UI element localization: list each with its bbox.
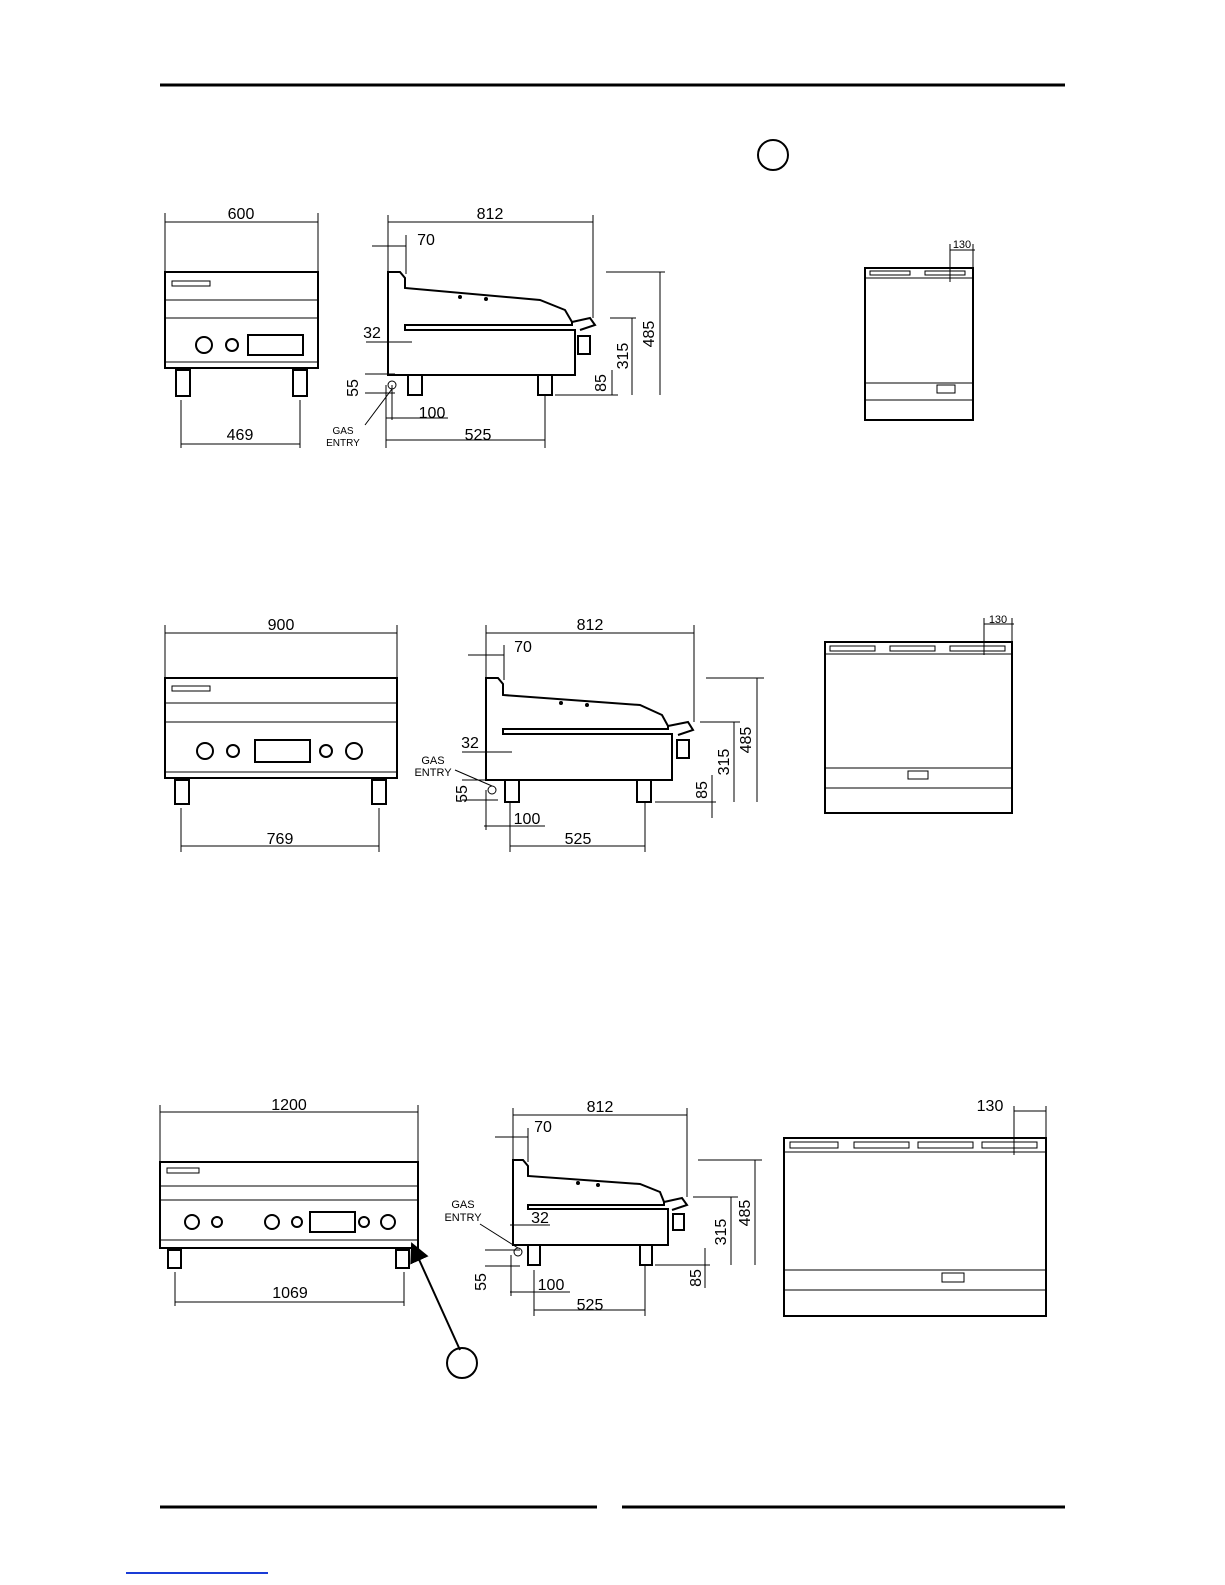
- unit3-gas-offset-dim: 100: [538, 1277, 565, 1294]
- callout-circle-top: [758, 140, 788, 170]
- unit1-front-leg-dim: 469: [227, 427, 254, 444]
- unit1-top-view: 130: [865, 239, 975, 420]
- unit1-height-dim: 485: [641, 321, 658, 348]
- unit1-depth-dim: 812: [477, 206, 504, 223]
- unit2-height-dim: 485: [738, 727, 755, 754]
- unit1-width-dim: 600: [228, 206, 255, 223]
- unit2-gas-entry-label-1: GAS: [421, 755, 444, 767]
- unit3-front-view: 1200 1069: [160, 1097, 477, 1378]
- unit3-front-leg-dim: 1069: [272, 1285, 308, 1302]
- unit1-side-view: 812 70 32 525 100 55 GAS ENTRY 485 315: [326, 206, 665, 449]
- unit1-splash-dim: 70: [417, 232, 435, 249]
- unit3-depth-dim: 812: [587, 1099, 614, 1116]
- unit2-side-leg-dim: 525: [565, 831, 592, 848]
- unit2-gas-h-dim: 55: [454, 785, 471, 803]
- unit3-top-offset-dim: 130: [977, 1098, 1004, 1115]
- unit1-top-offset-dim: 130: [953, 239, 971, 251]
- unit1-gas-entry-label-1: GAS: [332, 426, 353, 437]
- unit1-gas-offset-dim: 100: [419, 405, 446, 422]
- unit3-leg-h-dim: 85: [688, 1269, 705, 1287]
- unit3-top-view: 130: [784, 1098, 1046, 1316]
- unit3-gas-h-dim: 55: [473, 1273, 490, 1291]
- unit2-top-view: 130: [825, 614, 1014, 813]
- unit2-side-view: 812 70 32 525 100 55 GAS ENTRY 485 315: [414, 617, 764, 852]
- unit2-top-offset-dim: 130: [989, 614, 1007, 626]
- unit3-splash-dim: 70: [534, 1119, 552, 1136]
- footer-link-underline[interactable]: [126, 1572, 268, 1574]
- callout-arrow: [412, 1244, 460, 1350]
- unit1-front-view: 600 469: [165, 206, 318, 448]
- unit2-top-h-dim: 315: [716, 749, 733, 776]
- unit2-knob-dim: 32: [461, 735, 479, 752]
- unit3-side-view: 812 70 32 525 100 55 GAS ENTRY 485 315: [444, 1099, 762, 1316]
- unit1-leg-h-dim: 85: [593, 374, 610, 392]
- unit2-leg-h-dim: 85: [694, 781, 711, 799]
- unit3-gas-entry-label-2: ENTRY: [444, 1212, 482, 1224]
- unit2-splash-dim: 70: [514, 639, 532, 656]
- unit3-top-h-dim: 315: [713, 1219, 730, 1246]
- unit3-side-leg-dim: 525: [577, 1297, 604, 1314]
- unit2-front-leg-dim: 769: [267, 831, 294, 848]
- unit3-knob-dim: 32: [531, 1210, 549, 1227]
- unit2-depth-dim: 812: [577, 617, 604, 634]
- unit2-gas-offset-dim: 100: [514, 811, 541, 828]
- unit1-knob-dim: 32: [363, 325, 381, 342]
- callout-circle-bottom: [447, 1348, 477, 1378]
- unit1-gas-h-dim: 55: [345, 379, 362, 397]
- unit3-width-dim: 1200: [271, 1097, 307, 1114]
- unit2-width-dim: 900: [268, 617, 295, 634]
- unit1-side-leg-dim: 525: [465, 427, 492, 444]
- unit3-gas-entry-label-1: GAS: [451, 1199, 474, 1211]
- unit3-height-dim: 485: [737, 1200, 754, 1227]
- unit1-top-h-dim: 315: [615, 343, 632, 370]
- unit1-gas-entry-label-2: ENTRY: [326, 438, 360, 449]
- unit2-gas-entry-label-2: ENTRY: [414, 767, 452, 779]
- unit2-front-view: 900 769: [165, 617, 397, 852]
